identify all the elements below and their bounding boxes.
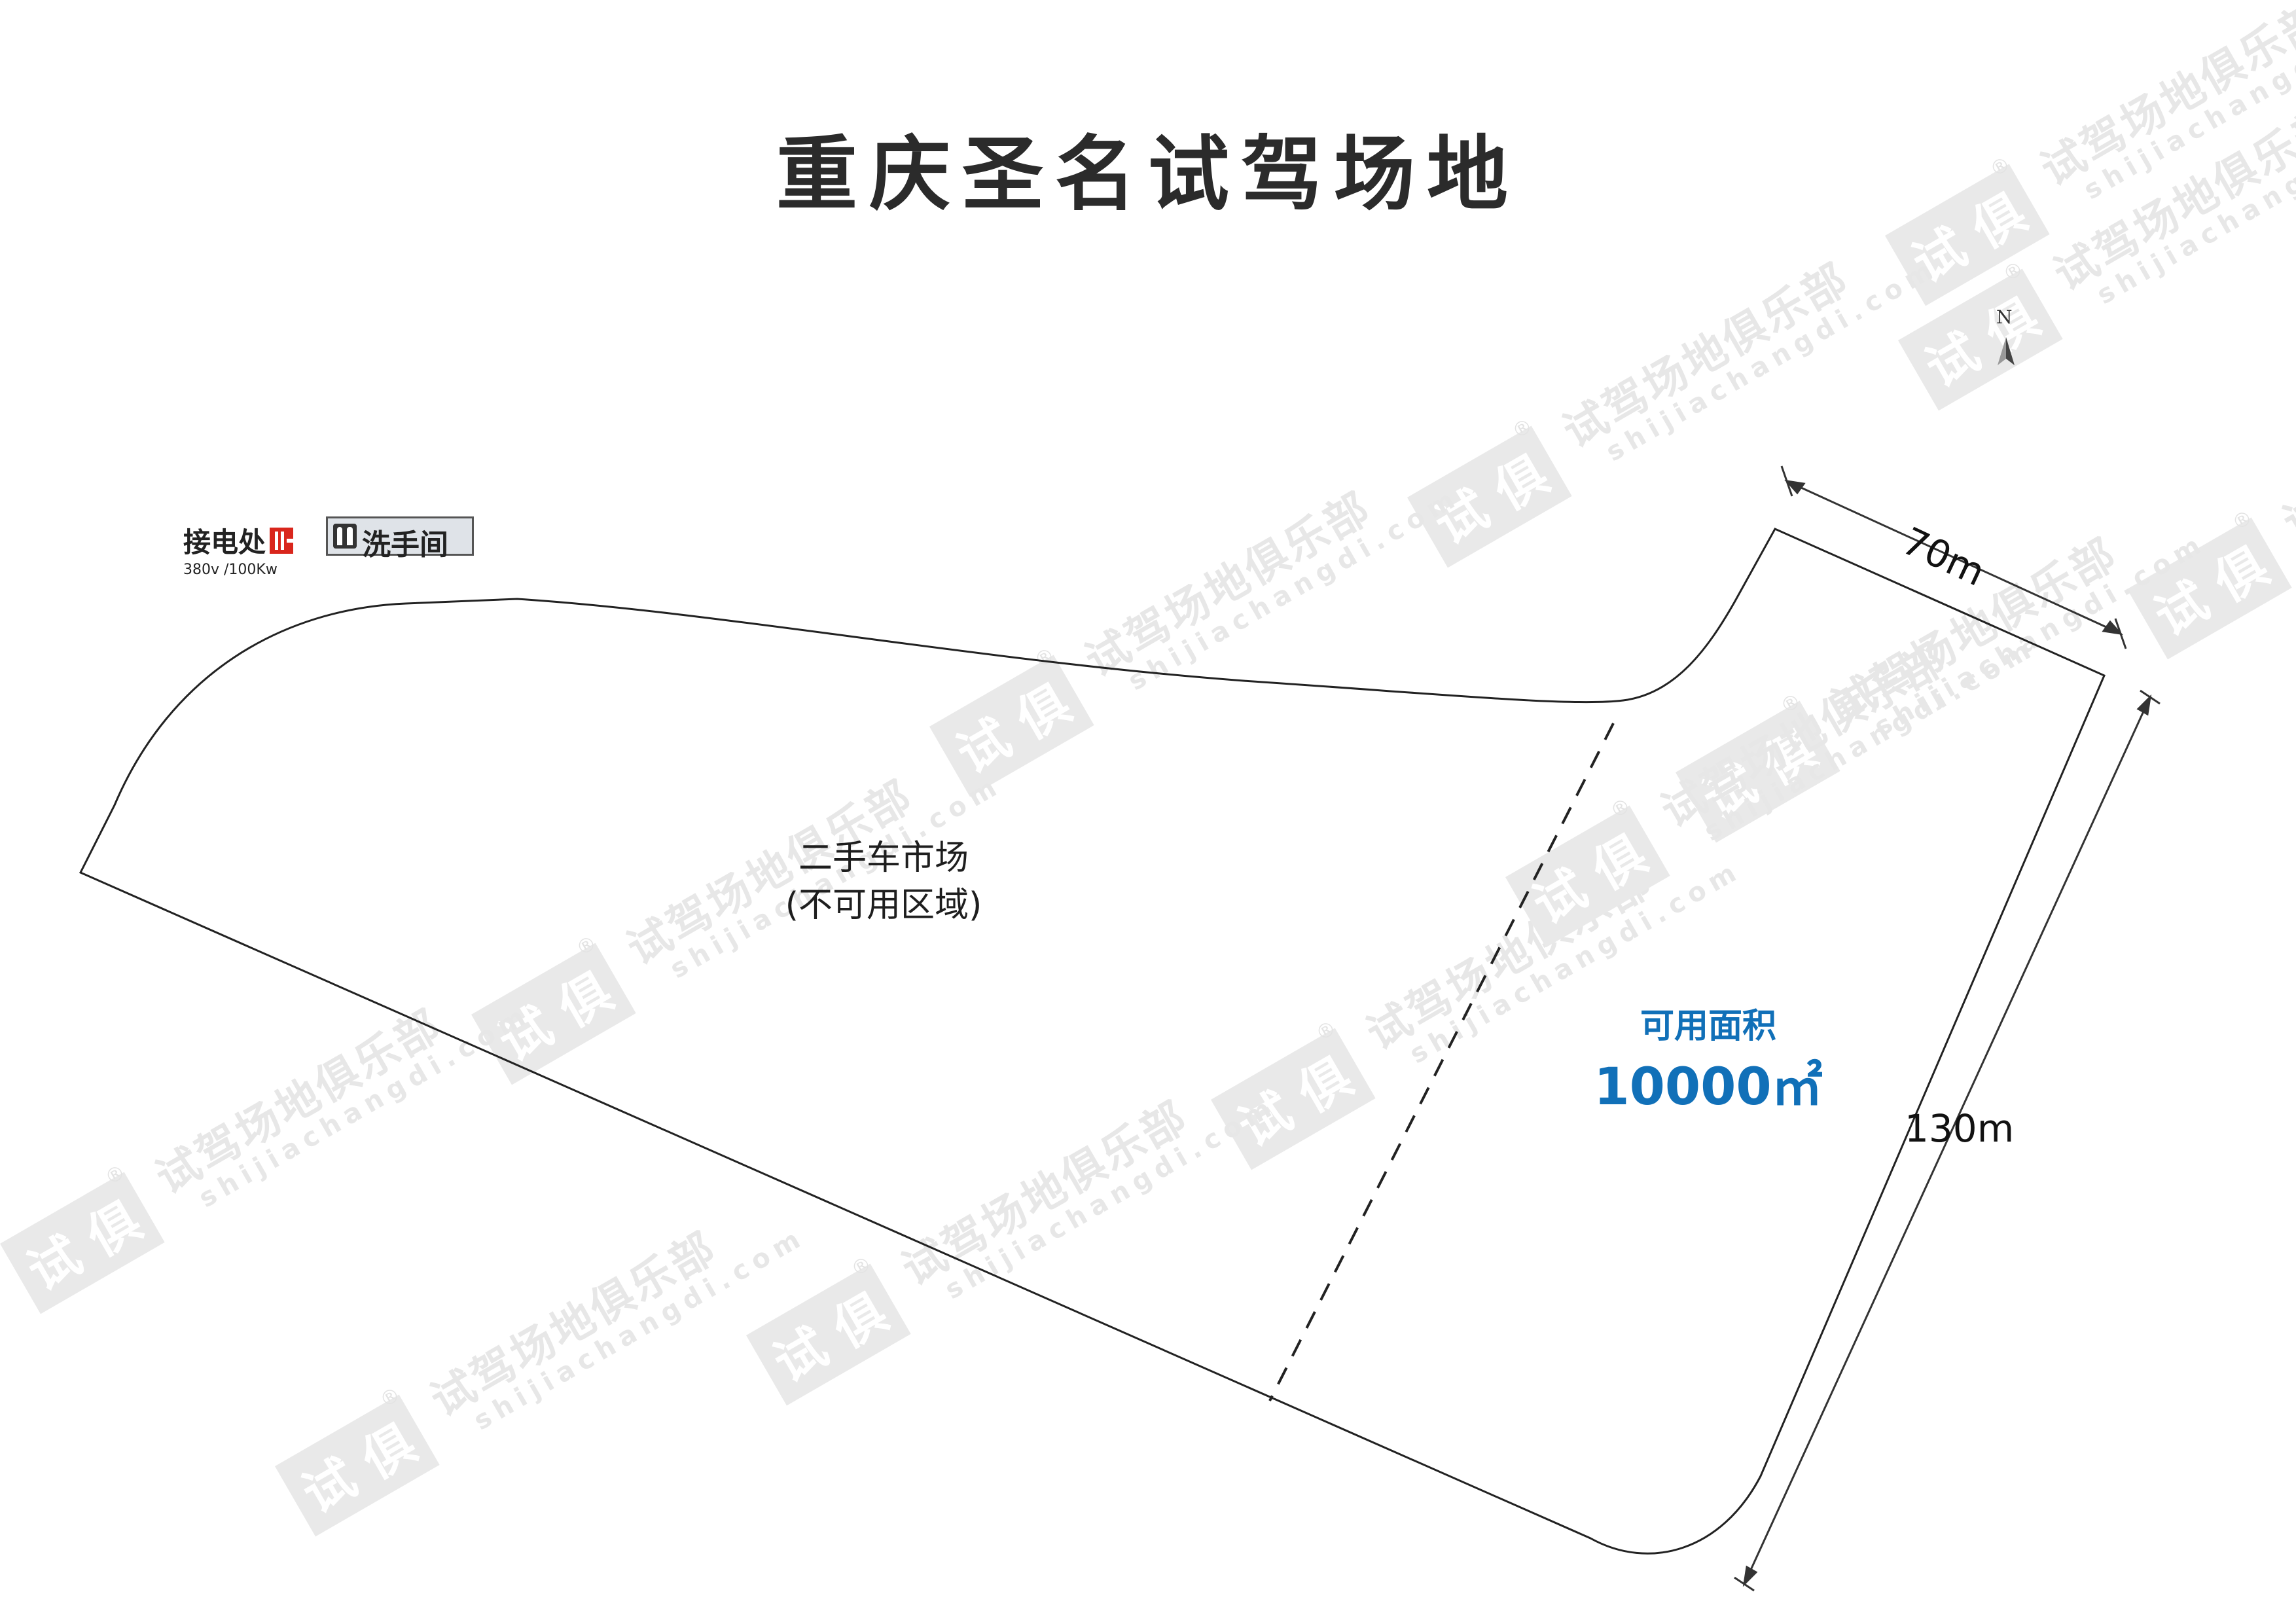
restroom-icon [333, 524, 357, 549]
width-dimension [1780, 465, 2127, 649]
power-spec: 380v /100Kw [183, 562, 278, 578]
north-arrow-icon [1998, 337, 2015, 365]
zone-divider-line [1268, 723, 1615, 1401]
length-dimension [1734, 689, 2161, 1592]
usable-area-label: 可用面积 [1640, 1007, 1776, 1046]
zone-note: (不可用区域) [785, 886, 982, 925]
site-boundary [79, 528, 2106, 1555]
length-dimension-label: 130m [1905, 1106, 2015, 1151]
restroom-label: 洗手间 [362, 528, 448, 562]
page-title: 重庆圣名试驾场地 [776, 128, 1520, 222]
power-label: 接电处 [183, 526, 266, 558]
power-legend: 接电处 380v /100Kw [183, 520, 294, 578]
zone-name: 二手车市场 [798, 839, 969, 878]
usable-area-value: 10000㎡ [1594, 1058, 1823, 1117]
power-socket-icon [270, 527, 294, 554]
restroom-legend: 洗手间 [326, 516, 474, 562]
north-label: N [1996, 306, 2013, 328]
used-car-market-zone: 二手车市场 (不可用区域) [753, 835, 1014, 929]
